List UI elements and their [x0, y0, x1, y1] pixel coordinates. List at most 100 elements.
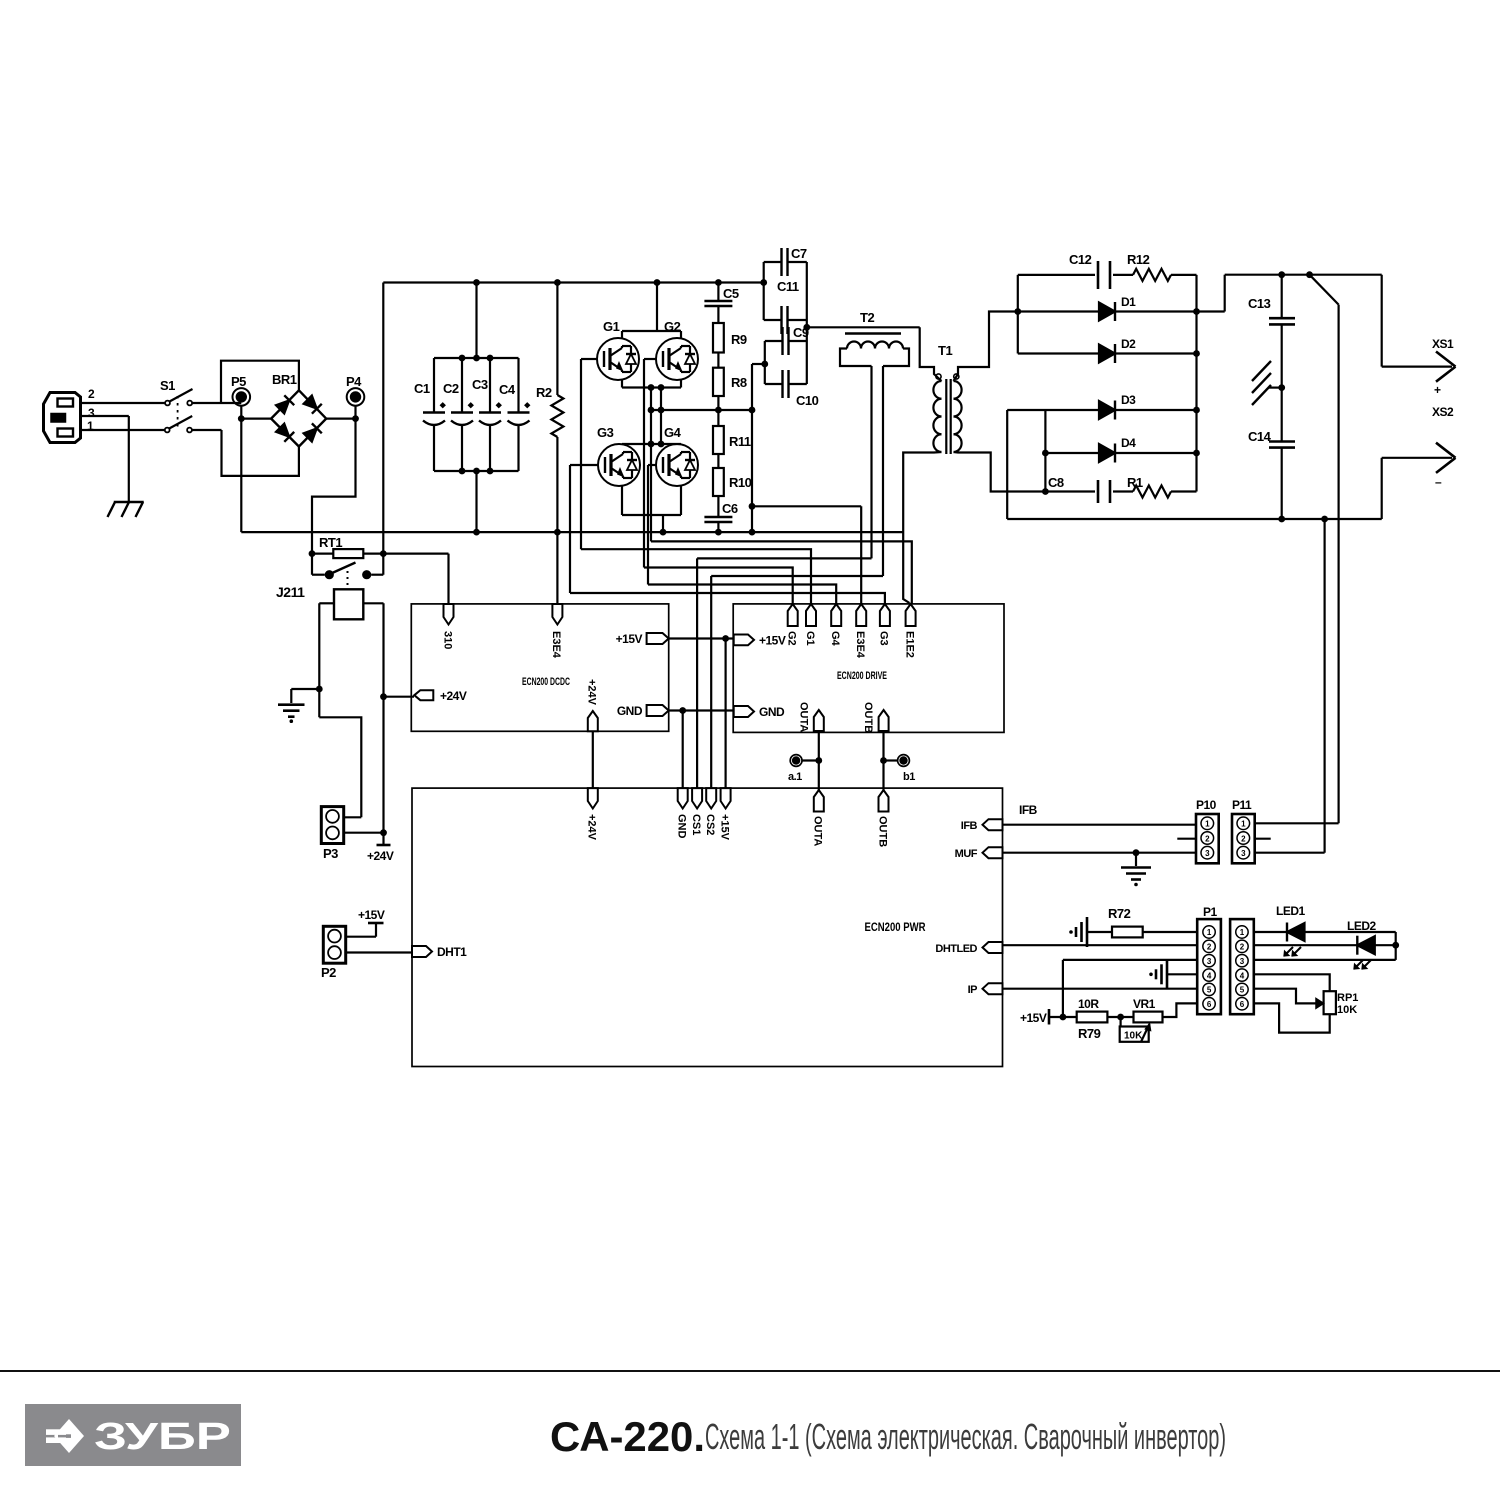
svg-text:+: +: [1434, 383, 1441, 397]
svg-text:C6: C6: [722, 501, 738, 516]
svg-text:1: 1: [1207, 928, 1212, 937]
svg-text:10K: 10K: [1124, 1031, 1143, 1042]
svg-text:+24V: +24V: [586, 814, 598, 841]
svg-text:+15V: +15V: [718, 814, 730, 841]
svg-text:5: 5: [1240, 986, 1245, 995]
svg-text:P5: P5: [231, 374, 246, 389]
svg-text:R2: R2: [536, 385, 552, 400]
svg-text:IFB: IFB: [961, 820, 978, 832]
svg-text:G1: G1: [804, 631, 816, 646]
svg-text:C13: C13: [1248, 296, 1271, 311]
svg-text:D1: D1: [1121, 295, 1136, 309]
svg-text:R12: R12: [1127, 252, 1150, 267]
svg-text:2: 2: [1240, 943, 1245, 952]
svg-text:4: 4: [1240, 971, 1245, 980]
svg-text:VR1: VR1: [1133, 997, 1156, 1011]
svg-text:3: 3: [1205, 849, 1210, 858]
svg-text:R8: R8: [731, 375, 747, 390]
svg-text:G4: G4: [664, 425, 682, 440]
svg-text:a.1: a.1: [788, 771, 802, 783]
svg-text:C2: C2: [443, 381, 459, 396]
svg-text:D3: D3: [1121, 393, 1136, 407]
svg-text:1: 1: [1205, 820, 1210, 829]
svg-text:3: 3: [1241, 849, 1246, 858]
svg-text:DHT1: DHT1: [437, 945, 467, 959]
svg-text:C9: C9: [793, 325, 809, 340]
svg-text:10K: 10K: [1337, 1004, 1357, 1016]
svg-text:XS2: XS2: [1432, 405, 1454, 419]
svg-text:P11: P11: [1232, 798, 1252, 812]
svg-text:СА-220.: СА-220.: [550, 1413, 705, 1460]
svg-text:S1: S1: [160, 378, 175, 393]
svg-text:ECN200 DRIVE: ECN200 DRIVE: [837, 670, 887, 682]
svg-text:+15V: +15V: [1020, 1011, 1047, 1025]
svg-text:T2: T2: [860, 310, 874, 325]
svg-text:+15V: +15V: [616, 632, 643, 646]
svg-text:3: 3: [88, 406, 95, 420]
svg-text:GND: GND: [676, 814, 688, 839]
svg-text:G1: G1: [603, 319, 620, 334]
svg-text:P4: P4: [346, 374, 362, 389]
svg-text:2: 2: [1207, 943, 1212, 952]
svg-text:R11: R11: [729, 434, 751, 449]
svg-text:ЗУБР: ЗУБР: [94, 1416, 231, 1458]
svg-text:Схема 1-1 (Схема электрическая: Схема 1-1 (Схема электрическая. Сварочны…: [705, 1416, 1226, 1457]
svg-text:1: 1: [87, 419, 94, 433]
svg-text:G3: G3: [597, 425, 614, 440]
svg-text:C3: C3: [472, 377, 488, 392]
svg-text:G2: G2: [786, 631, 798, 646]
svg-text:CS2: CS2: [704, 814, 716, 835]
svg-text:IP: IP: [968, 984, 978, 996]
svg-text:10R: 10R: [1078, 997, 1099, 1011]
svg-text:P10: P10: [1196, 798, 1217, 812]
svg-text:LED1: LED1: [1276, 904, 1306, 918]
svg-text:4: 4: [1207, 971, 1212, 980]
svg-text:RP1: RP1: [1337, 992, 1358, 1004]
svg-text:D4: D4: [1121, 436, 1136, 450]
svg-text:OUTA: OUTA: [797, 702, 809, 732]
svg-text:DHTLED: DHTLED: [935, 943, 977, 955]
svg-text:OUTB: OUTB: [862, 702, 874, 733]
svg-text:310: 310: [441, 631, 453, 649]
svg-text:MUF: MUF: [955, 848, 978, 860]
svg-text:1: 1: [1240, 928, 1245, 937]
svg-text:CS1: CS1: [690, 814, 702, 835]
svg-text:E1E2: E1E2: [903, 631, 915, 658]
svg-text:P1: P1: [1203, 905, 1218, 919]
svg-text:–: –: [1435, 475, 1442, 489]
svg-text:RT1: RT1: [319, 535, 342, 550]
svg-text:+24V: +24V: [367, 849, 394, 863]
svg-text:GND: GND: [759, 705, 785, 719]
svg-text:ECN200 PWR: ECN200 PWR: [865, 922, 927, 934]
svg-text:J211: J211: [276, 584, 305, 600]
svg-text:G3: G3: [878, 631, 890, 646]
svg-text:E3E4: E3E4: [854, 631, 866, 659]
svg-text:R10: R10: [729, 475, 752, 490]
svg-text:2: 2: [1241, 834, 1246, 843]
svg-text:C14: C14: [1248, 429, 1272, 444]
svg-text:C1: C1: [414, 381, 430, 396]
svg-text:C8: C8: [1048, 475, 1064, 490]
svg-text:IFB: IFB: [1019, 803, 1038, 817]
svg-text:ECN200 DCDC: ECN200 DCDC: [522, 676, 570, 688]
svg-text:C5: C5: [723, 286, 739, 301]
svg-text:C12: C12: [1069, 252, 1092, 267]
svg-text:2: 2: [88, 387, 95, 401]
svg-text:E3E4: E3E4: [550, 631, 562, 659]
svg-text:BR1: BR1: [272, 372, 297, 387]
svg-text:+15V: +15V: [358, 908, 385, 922]
svg-text:+15V: +15V: [759, 634, 786, 648]
svg-text:6: 6: [1240, 1000, 1245, 1009]
svg-text:OUTB: OUTB: [876, 816, 888, 847]
svg-text:P3: P3: [323, 846, 338, 861]
svg-text:C11: C11: [777, 279, 799, 294]
svg-text:b1: b1: [903, 771, 915, 783]
svg-text:G4: G4: [829, 631, 841, 647]
svg-text:R79: R79: [1078, 1026, 1101, 1041]
svg-text:T1: T1: [938, 343, 952, 358]
svg-text:3: 3: [1207, 957, 1212, 966]
svg-text:+24V: +24V: [440, 689, 467, 703]
svg-text:1: 1: [1241, 820, 1246, 829]
svg-text:2: 2: [1205, 834, 1210, 843]
svg-text:6: 6: [1207, 1000, 1212, 1009]
